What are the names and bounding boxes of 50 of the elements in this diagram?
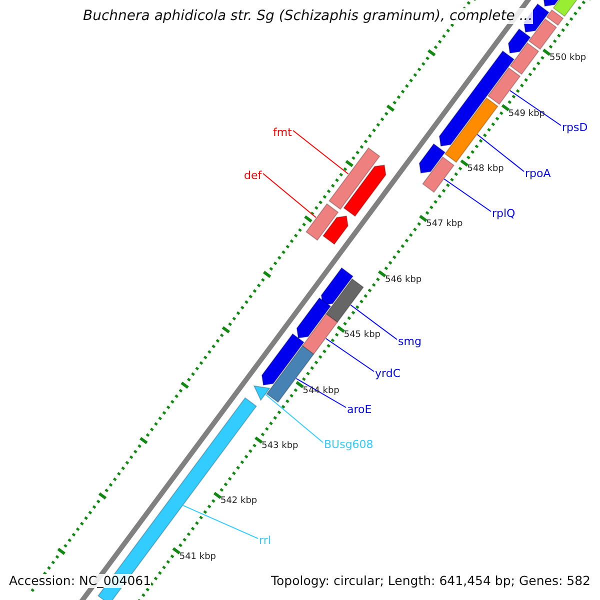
leader-line [350, 304, 398, 340]
leader-line [182, 505, 258, 539]
scale-label: 545 kbp [344, 330, 381, 340]
scale-label: 549 kbp [508, 108, 546, 119]
gene-label: smg [398, 336, 422, 348]
gene-feature [325, 278, 364, 323]
gene-label: BUsg608 [324, 438, 374, 452]
gene-feature [508, 28, 532, 54]
scale-label: 541 kbp [179, 552, 216, 562]
scale-label: 548 kbp [467, 164, 504, 174]
gene-label: rpsD [562, 122, 588, 134]
gene-label: fmt [273, 126, 292, 140]
leader-line [292, 130, 349, 174]
gene-feature [444, 97, 498, 163]
gene-feature [487, 67, 521, 105]
gene-feature [261, 333, 305, 386]
gene-marker [253, 385, 271, 402]
gene-feature [320, 267, 354, 306]
gene-feature [422, 156, 455, 193]
gene-feature [546, 9, 564, 26]
scale-label: 542 kbp [220, 496, 258, 507]
leader-line [265, 394, 324, 443]
gene-feature [296, 297, 332, 339]
leader-line [262, 173, 316, 218]
gene-feature [510, 42, 540, 75]
gene-label: rplQ [492, 208, 516, 220]
scale-label: 546 kbp [384, 274, 422, 286]
accession-text: Accession: NC_004061 [9, 574, 152, 588]
scale-label: 544 kbp [302, 386, 340, 396]
gene-label: aroE [347, 404, 372, 416]
gene-feature [322, 215, 348, 245]
gene-label: rrl [259, 534, 271, 548]
leader-line [296, 378, 346, 408]
gene-label: rpoA [525, 168, 551, 180]
gene-feature [328, 147, 380, 210]
gene-label: yrdC [375, 368, 401, 380]
gene-feature [302, 313, 338, 355]
leader-line [509, 90, 562, 126]
leader-line [476, 134, 524, 172]
scale-label: 550 kbp [549, 53, 586, 64]
scale-label: 547 kbp [426, 219, 463, 230]
gene-feature [305, 203, 339, 241]
leader-line [444, 178, 492, 212]
gene-feature [343, 164, 386, 217]
scale-label: 543 kbp [262, 440, 298, 452]
topology-text: Topology: circular; Length: 641,454 bp; Genes: 582 [271, 574, 590, 588]
gene-label: def [244, 170, 262, 182]
gene-feature [528, 18, 558, 50]
gene-feature [418, 143, 446, 174]
title: Buchnera aphidicola str. Sg (Schizaphis graminum), complete ... [83, 8, 533, 24]
